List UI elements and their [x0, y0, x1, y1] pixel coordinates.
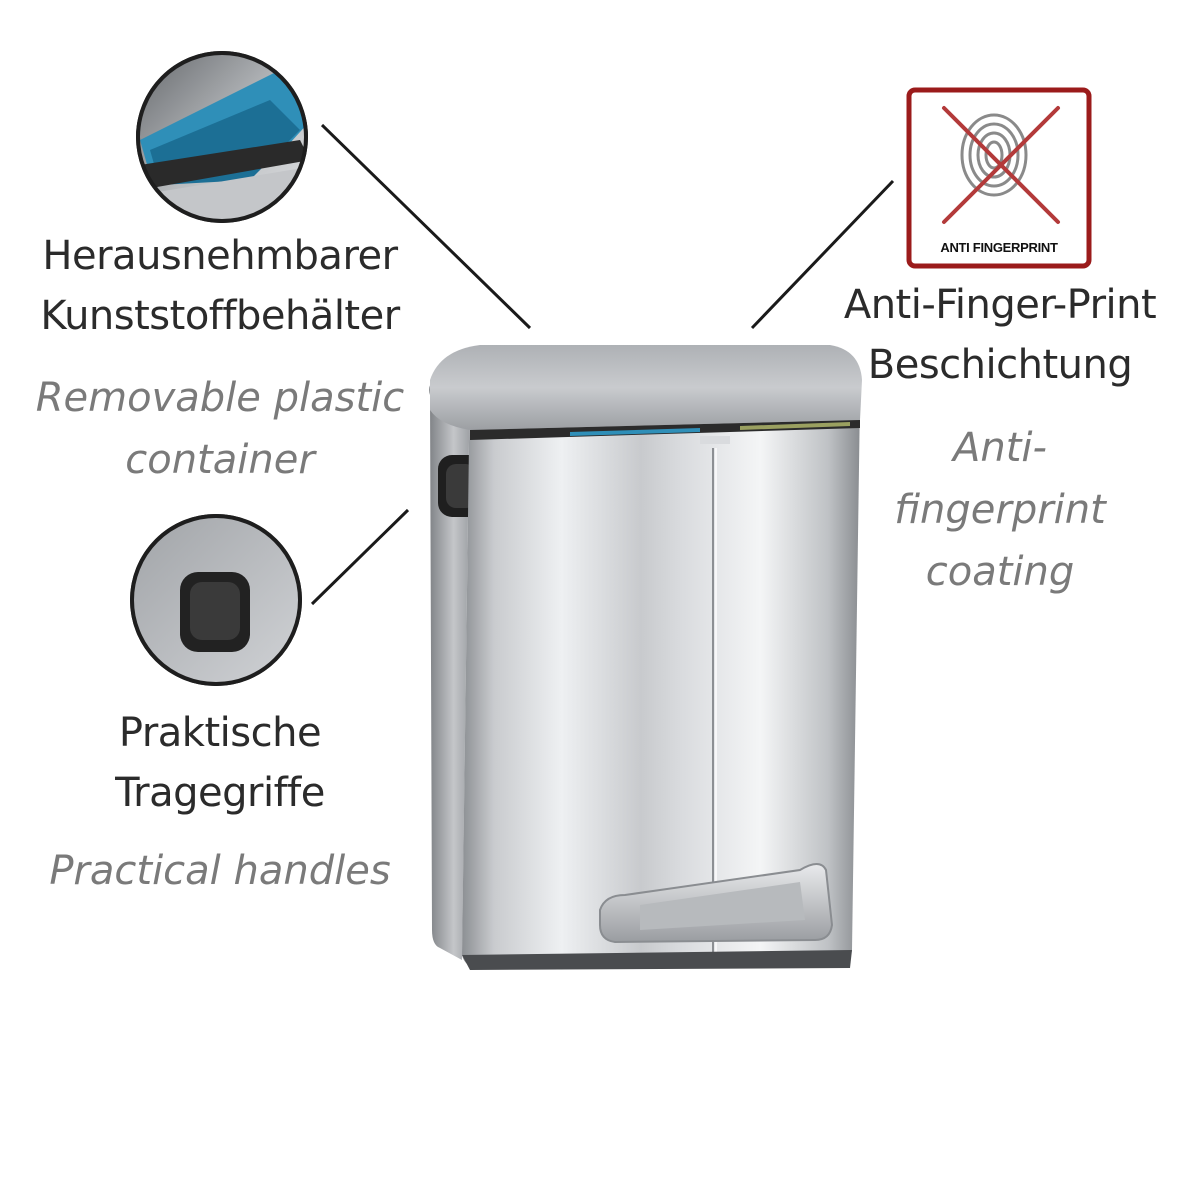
handles-title-de: Praktische Tragegriffe — [20, 703, 420, 823]
badge-text: ANTI FINGERPRINT — [940, 240, 1058, 255]
leader-line-handles — [310, 508, 410, 606]
coating-title-en-line2: fingerprint — [894, 487, 1106, 533]
container-title-en-line2: container — [125, 437, 315, 483]
handles-title-en: Practical handles — [49, 848, 391, 894]
trash-bin — [429, 345, 862, 970]
coating-title-en: Anti- fingerprint coating — [820, 417, 1180, 603]
container-title-en: Removable plastic container — [20, 367, 420, 491]
detail-circle-container — [136, 51, 308, 223]
detail-circle-handles — [130, 514, 302, 686]
leader-line-coating — [750, 179, 895, 330]
container-title-de-line1: Herausnehmbarer — [42, 233, 398, 279]
coating-title-de-line2: Beschichtung — [867, 342, 1133, 388]
brand-mark — [700, 436, 730, 444]
cross-icon — [942, 106, 1060, 224]
coating-title-en-line1: Anti- — [953, 425, 1047, 471]
container-title-de-line2: Kunststoffbehälter — [40, 293, 400, 339]
leader-line-container — [320, 123, 532, 330]
handles-title-de-line2: Tragegriffe — [115, 770, 325, 816]
coating-title-de-line1: Anti-Finger-Print — [843, 282, 1157, 328]
anti-fingerprint-badge — [906, 87, 1092, 269]
container-title-de: Herausnehmbarer Kunststoffbehälter — [20, 226, 420, 346]
coating-title-en-line3: coating — [925, 549, 1075, 595]
container-title-en-line1: Removable plastic — [35, 375, 405, 421]
handles-title-de-line1: Praktische — [118, 710, 322, 756]
coating-title-de: Anti-Finger-Print Beschichtung — [820, 275, 1180, 395]
